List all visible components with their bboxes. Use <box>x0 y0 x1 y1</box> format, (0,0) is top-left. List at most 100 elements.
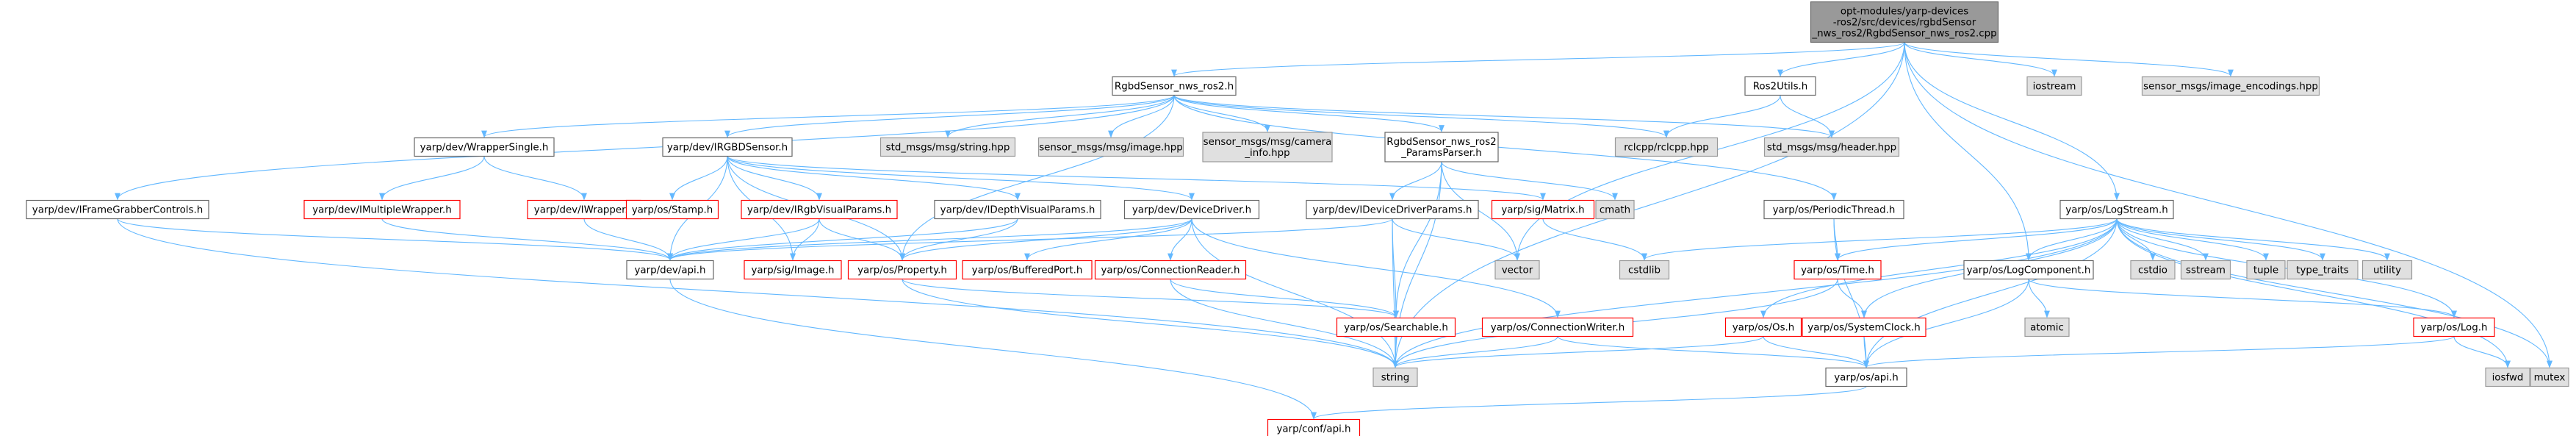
node-label: yarp/dev/api.h <box>635 265 706 276</box>
node-irgbvisual[interactable]: yarp/dev/IRgbVisualParams.h <box>741 199 898 220</box>
edge-paramsparser-to-idevparams <box>1389 161 1442 201</box>
node-label: yarp/sig/Matrix.h <box>1501 205 1584 216</box>
node-dev-api[interactable]: yarp/dev/api.h <box>626 260 714 280</box>
dependency-edge <box>1763 336 1869 368</box>
node-label: yarp/os/LogComponent.h <box>1967 265 2091 276</box>
edge-property-to-string <box>902 279 1398 368</box>
node-root[interactable]: opt-modules/yarp-devices-ros2/src/device… <box>1810 1 1999 43</box>
node-paramsparser[interactable]: RgbdSensor_nws_ros2_ParamsParser.h <box>1384 132 1499 162</box>
node-box <box>1619 260 1670 280</box>
node-systemclock[interactable]: yarp/os/SystemClock.h <box>1802 317 1926 337</box>
node-irgbdsensor[interactable]: yarp/dev/IRGBDSensor.h <box>662 137 793 157</box>
dependency-edge <box>1170 279 1399 318</box>
node-connwriter[interactable]: yarp/os/ConnectionWriter.h <box>1481 317 1634 337</box>
edge-idevparams-to-dev_api <box>667 218 1393 261</box>
node-os-api[interactable]: yarp/os/api.h <box>1825 367 1907 387</box>
node-imultiwrapper[interactable]: yarp/dev/IMultipleWrapper.h <box>303 199 461 220</box>
edge-matrix-to-cstdlib <box>1542 218 1647 261</box>
edge-devicedriver-to-connreader <box>1168 218 1192 261</box>
edge-paramsparser-to-vector <box>1441 161 1520 261</box>
node-bufferedport[interactable]: yarp/os/BufferedPort.h <box>962 260 1093 280</box>
node-box <box>625 199 719 220</box>
node-connreader[interactable]: yarp/os/ConnectionReader.h <box>1094 260 1247 280</box>
dependency-edge <box>2028 279 2457 318</box>
node-os-os[interactable]: yarp/os/Os.h <box>1724 317 1802 337</box>
node-rclcpp: rclcpp/rclcpp.hpp <box>1614 137 1719 157</box>
node-label: cstdio <box>2138 265 2167 276</box>
node-matrix[interactable]: yarp/sig/Matrix.h <box>1491 199 1595 220</box>
edge-os_api-to-conf_api <box>1311 386 1867 420</box>
node-std-header: std_msgs/msg/header.hpp <box>1763 137 1900 157</box>
dependency-edge <box>1024 218 1192 261</box>
dependency-edge <box>1780 95 1835 138</box>
edge-connreader-to-string <box>1170 279 1398 368</box>
dependency-edge <box>1863 279 2029 368</box>
node-stamp[interactable]: yarp/os/Stamp.h <box>625 199 719 220</box>
edge-root-to-logstream <box>1904 42 2120 201</box>
node-label: sstream <box>2186 265 2226 276</box>
node-wrappersingle[interactable]: yarp/dev/WrapperSingle.h <box>414 137 555 157</box>
edge-os_os-to-os_api <box>1763 336 1869 368</box>
node-logcomponent[interactable]: yarp/os/LogComponent.h <box>1963 260 2094 280</box>
node-label: yarp/os/Stamp.h <box>632 205 713 216</box>
node-box <box>1724 317 1802 337</box>
edge-rgbd_h-to-property <box>899 95 1175 261</box>
node-img-enc: sensor_msgs/image_encodings.hpp <box>2141 76 2320 96</box>
node-ros2utils[interactable]: Ros2Utils.h <box>1744 76 1816 96</box>
node-sm-image: sensor_msgs/msg/image.hpp <box>1037 137 1184 157</box>
dependency-edge <box>667 218 1192 261</box>
edge-paramsparser-to-cmath <box>1441 161 1618 201</box>
node-box <box>2287 260 2359 280</box>
node-sig-image[interactable]: yarp/sig/Image.h <box>744 260 842 280</box>
edge-log-to-os_api <box>1863 336 2455 368</box>
node-box <box>1794 260 1882 280</box>
node-conf-api[interactable]: yarp/conf/api.h <box>1267 418 1361 436</box>
node-label: std_msgs/msg/string.hpp <box>886 143 1010 154</box>
dependency-edge <box>1173 95 1669 138</box>
node-label: RgbdSensor_nws_ros2 <box>1386 137 1496 148</box>
edge-root-to-img_enc <box>1904 42 2234 77</box>
dependency-edge <box>1191 218 1398 368</box>
node-searchable[interactable]: yarp/os/Searchable.h <box>1336 317 1456 337</box>
node-label: cmath <box>1600 205 1630 216</box>
edge-rgbd_h-to-ifgc <box>115 95 1175 201</box>
node-periodicthread[interactable]: yarp/os/PeriodicThread.h <box>1763 199 1904 220</box>
node-string: string <box>1372 367 1418 387</box>
node-ifgc[interactable]: yarp/dev/IFrameGrabberControls.h <box>26 199 209 220</box>
dependency-edge <box>483 156 587 201</box>
node-box <box>2246 260 2286 280</box>
dependency-edge <box>2116 218 2325 261</box>
node-box <box>1384 132 1499 162</box>
dependency-edge <box>1171 42 1905 77</box>
node-property[interactable]: yarp/os/Property.h <box>847 260 957 280</box>
node-box <box>1491 199 1595 220</box>
node-iwrapper[interactable]: yarp/dev/IWrapper.h <box>527 199 641 220</box>
edge-iwrapper-to-dev_api <box>583 218 673 261</box>
node-box <box>1802 317 1926 337</box>
node-type-traits: type_traits <box>2287 260 2359 280</box>
dependency-edge <box>667 218 1393 261</box>
dependency-edge <box>117 218 1398 368</box>
dependency-edge <box>2116 218 2511 368</box>
node-logstream[interactable]: yarp/os/LogStream.h <box>2059 199 2174 220</box>
dependency-edge <box>819 218 905 261</box>
dependency-edge <box>1641 218 2118 261</box>
dependency-edge <box>1904 42 2552 368</box>
edge-idepthvisual-to-dev_api <box>667 218 1018 261</box>
edge-logstream-to-mutex <box>2116 218 2552 368</box>
node-label: yarp/os/Searchable.h <box>1344 323 1448 334</box>
edge-rgbd_h-to-periodicthread <box>1173 95 1837 201</box>
node-cstdlib: cstdlib <box>1619 260 1670 280</box>
node-idevparams[interactable]: yarp/dev/IDeviceDriverParams.h <box>1306 199 1479 220</box>
node-devicedriver[interactable]: yarp/dev/DeviceDriver.h <box>1123 199 1260 220</box>
node-rgbd-h[interactable]: RgbdSensor_nws_ros2.h <box>1112 76 1237 96</box>
node-box <box>2530 367 2569 387</box>
node-idepthvisual[interactable]: yarp/dev/IDepthVisualParams.h <box>934 199 1101 220</box>
node-label: yarp/os/PeriodicThread.h <box>1773 205 1896 216</box>
edge-root-to-string <box>1392 42 1905 368</box>
node-ostime[interactable]: yarp/os/Time.h <box>1794 260 1882 280</box>
node-label: yarp/os/LogStream.h <box>2065 205 2167 216</box>
node-log[interactable]: yarp/os/Log.h <box>2413 317 2495 337</box>
node-label: sensor_msgs/image_encodings.hpp <box>2143 82 2318 93</box>
node-utility: utility <box>2361 260 2413 280</box>
